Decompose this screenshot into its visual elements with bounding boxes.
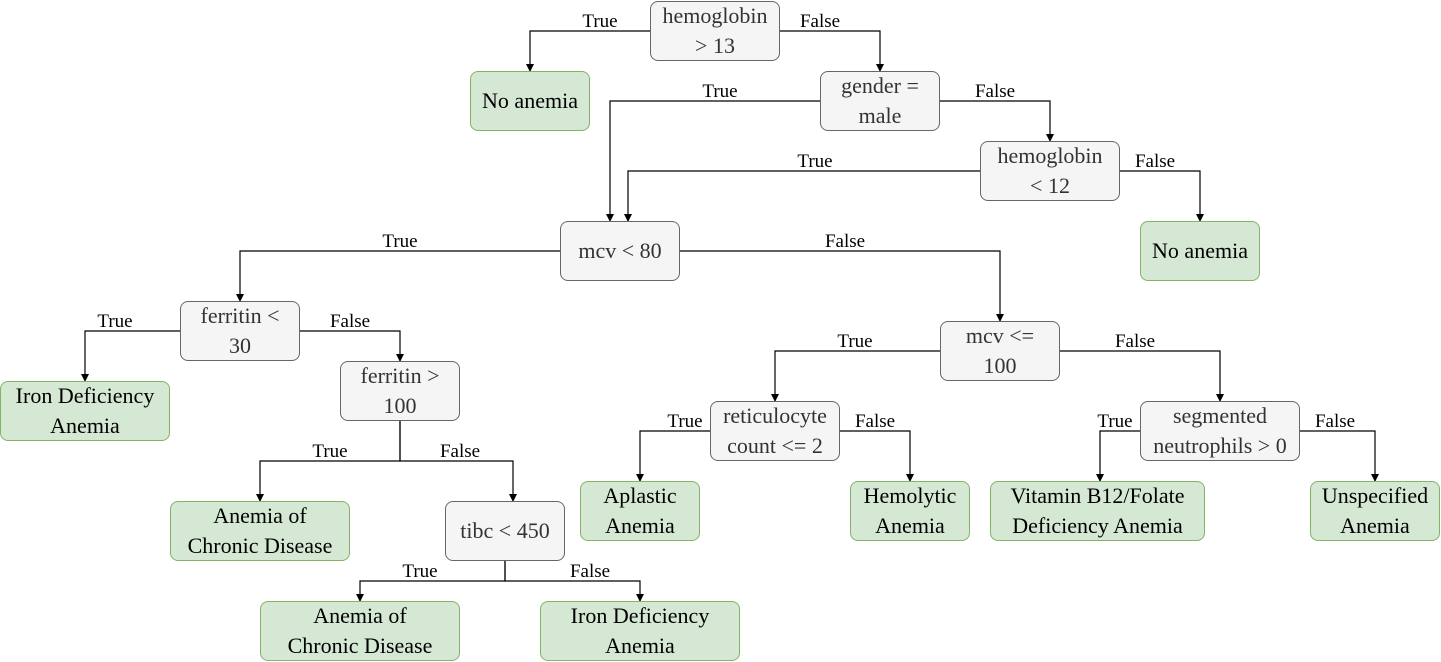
edge-connector-e15 — [771, 350, 940, 402]
decision-node-n3: gender = male — [820, 71, 940, 131]
leaf-node-n13: Iron Deficiency Anemia — [540, 601, 740, 661]
decision-node-n7: ferritin < 30 — [180, 301, 300, 361]
edge-connector-e10 — [300, 330, 404, 362]
edge-label-e14: False — [569, 561, 611, 582]
edge-label-e6: False — [1134, 151, 1176, 172]
edge-label-e5: True — [797, 151, 833, 172]
edge-label-e11: True — [312, 441, 348, 462]
decision-node-n9: ferritin > 100 — [340, 361, 460, 421]
decision-node-n14: mcv <= 100 — [940, 321, 1060, 381]
edge-label-e15: True — [837, 331, 873, 352]
edge-label-e12: False — [439, 441, 481, 462]
edge-label-e7: True — [382, 231, 418, 252]
edge-label-e3: True — [702, 81, 738, 102]
leaf-node-n8: Iron Deficiency Anemia — [0, 381, 170, 441]
leaf-node-n20: Unspecified Anemia — [1310, 481, 1440, 541]
edge-label-e9: True — [97, 311, 133, 332]
leaf-node-n5: No anemia — [1140, 221, 1260, 281]
edge-label-e1: True — [582, 11, 618, 32]
edge-label-e19: True — [1097, 411, 1133, 432]
leaf-node-n12: Anemia of Chronic Disease — [260, 601, 460, 661]
edge-label-e13: True — [402, 561, 438, 582]
leaf-node-n19: Vitamin B12/Folate Deficiency Anemia — [990, 481, 1205, 541]
edge-connector-e18 — [840, 430, 914, 482]
decision-node-n6: mcv < 80 — [560, 221, 680, 281]
edge-label-e20: False — [1314, 411, 1356, 432]
edge-label-e16: False — [1114, 331, 1156, 352]
decision-node-n18: segmented neutrophils > 0 — [1140, 401, 1300, 461]
leaf-node-n16: Aplastic Anemia — [580, 481, 700, 541]
edge-connector-e1 — [526, 30, 650, 72]
edge-connector-e4 — [940, 100, 1054, 142]
leaf-node-n10: Anemia of Chronic Disease — [170, 501, 350, 561]
edge-label-e2: False — [799, 11, 841, 32]
edge-label-e18: False — [854, 411, 896, 432]
edge-connector-e3 — [606, 100, 820, 222]
decision-node-n1: hemoglobin > 13 — [650, 1, 780, 61]
edge-connector-e7 — [236, 250, 560, 302]
edge-connector-e8 — [680, 250, 1004, 322]
edge-label-e17: True — [667, 411, 703, 432]
edge-label-e10: False — [329, 311, 371, 332]
decision-node-n15: reticulocyte count <= 2 — [710, 401, 840, 461]
edge-connector-e2 — [780, 30, 884, 72]
edge-connector-e16 — [1060, 350, 1224, 402]
edge-label-e4: False — [974, 81, 1016, 102]
edge-connector-e9 — [81, 330, 180, 382]
edge-connector-e5 — [624, 170, 980, 222]
leaf-node-n17: Hemolytic Anemia — [850, 481, 970, 541]
edge-connector-e12 — [399, 421, 517, 502]
edge-connector-e19 — [1096, 430, 1140, 482]
edge-connector-e17 — [636, 430, 710, 482]
decision-node-n4: hemoglobin < 12 — [980, 141, 1120, 201]
edge-label-e8: False — [824, 231, 866, 252]
edge-connector-e6 — [1120, 170, 1204, 222]
edge-connector-e20 — [1300, 430, 1379, 482]
edge-connector-e14 — [504, 561, 644, 602]
leaf-node-n2: No anemia — [470, 71, 590, 131]
decision-node-n11: tibc < 450 — [445, 501, 565, 561]
